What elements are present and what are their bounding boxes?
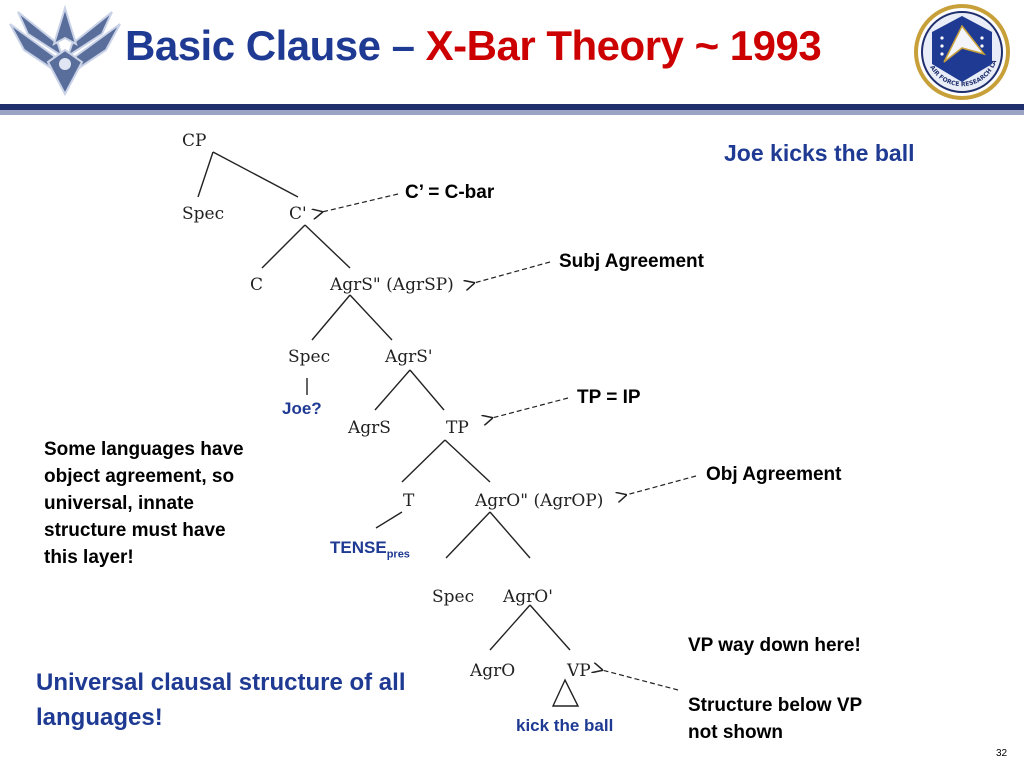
- branch-agrobar-agro: [489, 604, 531, 651]
- air-force-research-laboratory-seal-icon: AIR FORCE RESEARCH LABORATORY: [912, 2, 1010, 100]
- air-force-wings-icon: [9, 4, 121, 97]
- note-structure-below: Structure below VP not shown: [688, 695, 862, 743]
- branch-tp-t: [401, 439, 446, 483]
- arrow-vp: [602, 670, 679, 691]
- node-tp: TP: [446, 418, 469, 438]
- annotation-kick-the-ball: kick the ball: [516, 716, 614, 735]
- branch-cbar-agrsp: [304, 224, 351, 269]
- node-agrsbar: AgrS': [384, 347, 433, 367]
- annotation-cbar: C’ = C-bar: [405, 182, 495, 203]
- annotation-arrows: [322, 193, 697, 691]
- tense-label: TENSE: [330, 538, 387, 557]
- branch-tp-agrop: [444, 439, 491, 483]
- node-cbar: C': [289, 204, 307, 224]
- branch-agrobar-vp: [529, 604, 571, 651]
- branch-t-tense: [375, 511, 403, 529]
- title-rule-light: [0, 110, 1024, 115]
- node-c: C: [250, 275, 263, 295]
- note-vp-way-down: VP way down here!: [688, 635, 861, 656]
- arrow-tp: [492, 397, 569, 418]
- node-agrs: AgrS: [347, 418, 391, 438]
- annotation-subj-agreement: Subj Agreement: [559, 251, 704, 272]
- annotation-obj-agreement: Obj Agreement: [706, 464, 842, 485]
- title-part-1: Basic Clause –: [125, 22, 426, 69]
- example-sentence: Joe kicks the ball: [724, 140, 915, 166]
- note-universal-structure: Universal clausal structure of all langu…: [36, 669, 406, 731]
- node-vp: VP: [566, 661, 591, 681]
- annotation-tense: TENSEpres: [330, 538, 410, 560]
- branch-agrsp-agrsbar: [349, 294, 393, 341]
- node-agrop: AgrO" (AgrOP): [474, 491, 603, 511]
- slide-title: Basic Clause – X-Bar Theory ~ 1993: [125, 22, 822, 70]
- node-spec-c: Spec: [182, 204, 224, 224]
- vp-triangle: [551, 678, 580, 707]
- tree-branches: [197, 151, 580, 707]
- tense-subscript: pres: [386, 548, 410, 561]
- arrow-subj: [474, 261, 551, 283]
- branch-cbar-c: [261, 224, 306, 269]
- branch-agrop-agrobar: [489, 511, 531, 559]
- branch-agrsp-spec: [311, 294, 351, 341]
- arrow-obj: [626, 475, 697, 495]
- page-number: 32: [996, 748, 1008, 759]
- note-object-agreement: Some languages have object agreement, so…: [44, 439, 244, 568]
- node-spec-agro: Spec: [432, 587, 474, 607]
- arrow-cbar: [322, 193, 399, 212]
- node-spec-agrs: Spec: [288, 347, 330, 367]
- node-cp: CP: [182, 131, 206, 151]
- annotation-joe: Joe?: [282, 399, 322, 418]
- node-agro: AgrO: [469, 661, 515, 681]
- node-t: T: [403, 491, 415, 511]
- node-agrobar: AgrO': [502, 587, 553, 607]
- branch-cp-spec: [197, 151, 214, 198]
- title-part-2: X-Bar Theory ~ 1993: [425, 22, 822, 69]
- node-agrsp: AgrS" (AgrSP): [329, 275, 454, 295]
- branch-agrop-spec: [445, 511, 491, 559]
- branch-cp-cbar: [212, 151, 299, 198]
- branch-agrsbar-tp: [409, 369, 445, 411]
- annotation-tp-ip: TP = IP: [577, 387, 641, 408]
- title-rule-dark: [0, 104, 1024, 110]
- branch-agrsbar-agrs: [374, 369, 411, 411]
